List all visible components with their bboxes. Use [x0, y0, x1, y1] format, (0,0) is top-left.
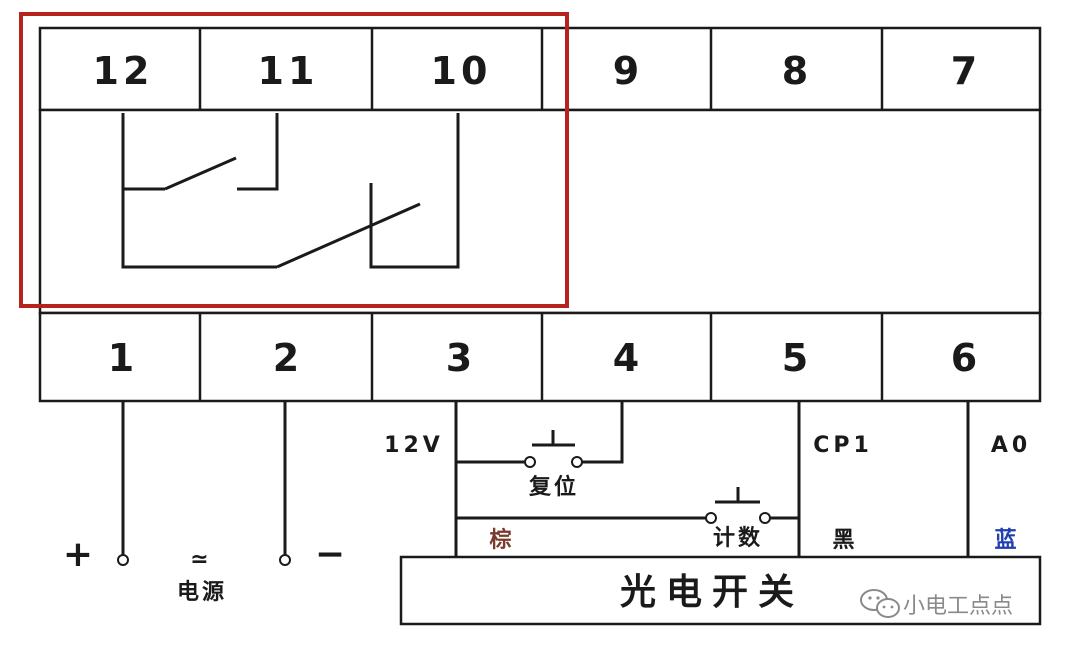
power-minus-terminal	[279, 554, 291, 566]
terminal-5-label: 5	[782, 336, 812, 380]
reset-label: 复位	[528, 474, 579, 500]
sensor-wiring: 复位 计数 12V CP1 A0 棕 黑 蓝	[384, 401, 1031, 557]
bottom-strip-outline	[38, 311, 1042, 403]
power-wiring: + − ≃ 电源	[63, 401, 345, 605]
photo-switch-box	[399, 555, 1042, 626]
power-plus-terminal	[117, 554, 129, 566]
wechat-icon	[860, 589, 900, 618]
a0-label: A0	[991, 433, 1031, 458]
top-terminal-strip: 12 11 10 9 8 7	[38, 26, 1042, 112]
terminal-9-label: 9	[613, 49, 643, 93]
power-label: 电源	[177, 580, 227, 605]
count-contact-left	[705, 512, 717, 524]
terminal-2-label: 2	[273, 336, 303, 380]
brown-wire-label: 棕	[489, 527, 514, 553]
plus-symbol: +	[63, 534, 93, 575]
reset-contact-right	[571, 456, 583, 468]
count-contact-right	[759, 512, 771, 524]
photo-switch-label: 光电开关	[620, 572, 804, 613]
relay-contacts	[121, 113, 460, 269]
cp1-label: CP1	[813, 433, 873, 458]
switch-blade-12-10	[276, 202, 421, 269]
reset-contact-left	[524, 456, 536, 468]
ac-dc-symbol: ≃	[190, 547, 211, 572]
terminal-10-label: 10	[431, 49, 492, 93]
terminal-11-label: 11	[258, 49, 319, 93]
terminal-7-label: 7	[951, 49, 981, 93]
top-strip-outline	[38, 26, 1042, 112]
black-wire-label: 黑	[832, 528, 857, 553]
relay-body	[38, 108, 1042, 315]
watermark-text: 小电工点点	[903, 594, 1013, 619]
terminal-1-label: 1	[108, 336, 138, 380]
watermark: 小电工点点	[860, 589, 1013, 619]
contact-12-lower-lead	[121, 189, 277, 269]
12v-label: 12V	[384, 433, 444, 458]
minus-symbol: −	[315, 534, 345, 575]
terminal-4-label: 4	[613, 336, 643, 380]
blue-wire-label: 蓝	[994, 528, 1019, 553]
switch-blade-12-11	[164, 156, 237, 191]
terminal-8-label: 8	[782, 49, 812, 93]
terminal-12-label: 12	[93, 49, 154, 93]
count-label: 计数	[713, 525, 763, 551]
bottom-terminal-strip: 1 2 3 4 5 6	[38, 311, 1042, 403]
contact-11-lead	[237, 113, 279, 191]
terminal-3-label: 3	[446, 336, 476, 380]
contact-10-lead	[369, 113, 460, 269]
terminal-6-label: 6	[951, 336, 981, 380]
highlight-frame	[19, 12, 569, 308]
